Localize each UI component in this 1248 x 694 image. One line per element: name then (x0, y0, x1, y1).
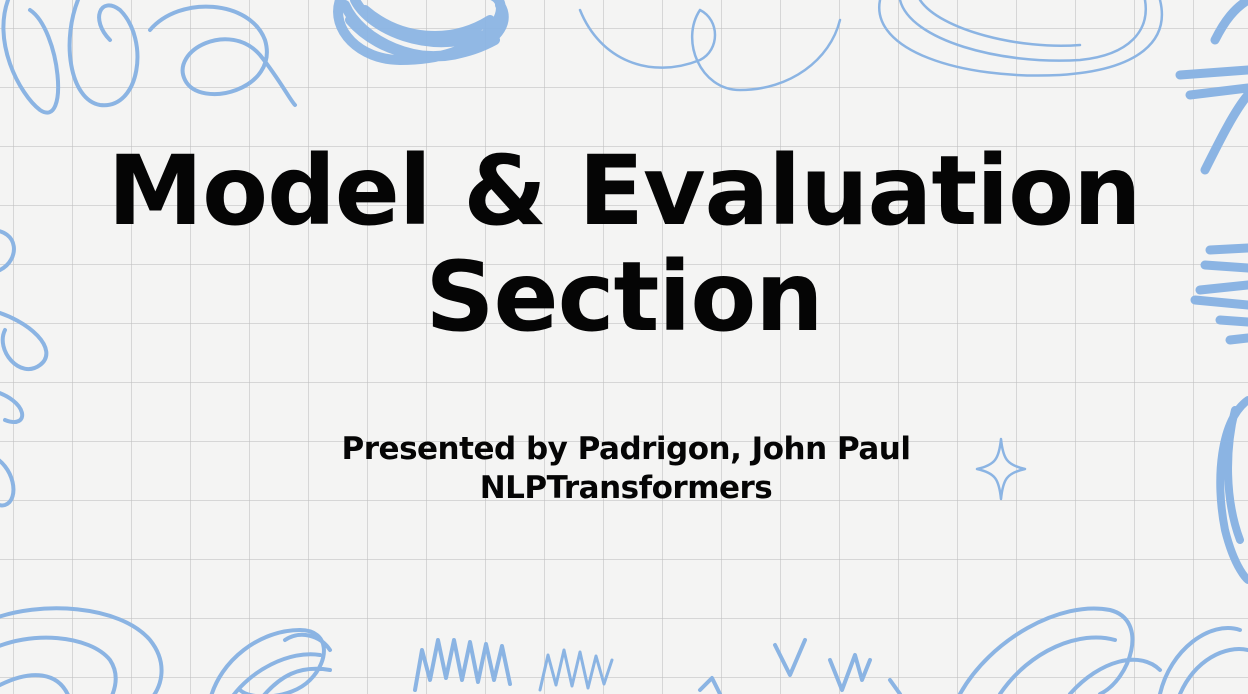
scribble-bottom-left (0, 606, 164, 694)
team-line: NLPTransformers (479, 470, 773, 506)
zigzag-bottom-left (413, 638, 512, 692)
slide-title: Model & Evaluation Section (0, 138, 1248, 350)
slide-subtitle: Presented by Padrigon, John Paul NLPTran… (0, 430, 1248, 508)
zigzag-bottom-mid (538, 648, 614, 692)
scribble-top-left (1, 0, 297, 115)
title-line-1: Model & Evaluation (107, 135, 1142, 247)
zigzag-bottom-right (698, 638, 902, 694)
scribble-bottom-right (958, 606, 1248, 694)
scribble-bottom-center (209, 628, 332, 694)
scribble-top-right (578, 0, 1163, 92)
presenter-line: Presented by Padrigon, John Paul (341, 431, 911, 467)
sparkle-icon (975, 437, 1027, 501)
scribble-top-center (333, 0, 509, 65)
title-line-2: Section (425, 241, 823, 353)
